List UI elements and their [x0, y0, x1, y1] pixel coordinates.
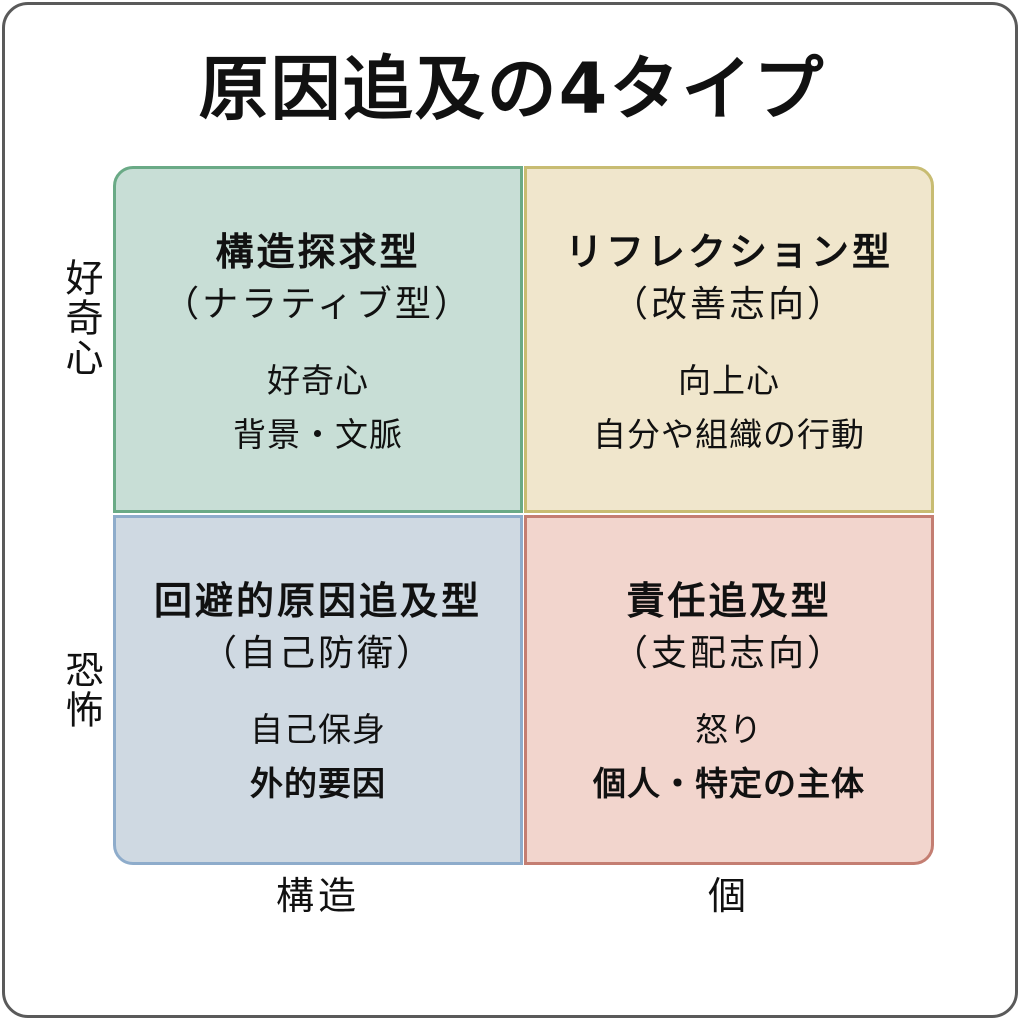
- quadrant-bottom-right: 責任追及型 （支配志向） 怒り 個人・特定の主体: [524, 515, 934, 865]
- quadrant-keyword-1: 怒り: [695, 710, 763, 749]
- quadrant-subtitle: （改善志向）: [611, 284, 846, 325]
- quadrant-name: 責任追及型: [626, 579, 832, 623]
- quadrant-subtitle: （自己防衛）: [200, 633, 435, 674]
- diagram-title: 原因追及の4タイプ: [198, 48, 826, 130]
- quadrant-name: 回避的原因追及型: [153, 579, 482, 623]
- quadrant-name: 構造探求型: [215, 230, 421, 274]
- x-axis-label-left: 構造: [275, 874, 360, 918]
- quadrant-keyword-1: 向上心: [678, 361, 780, 400]
- quadrant-keyword-1: 自己保身: [250, 710, 386, 749]
- y-axis-label-top: 好奇心: [59, 258, 103, 378]
- quadrant-top-left: 構造探求型 （ナラティブ型） 好奇心 背景・文脈: [113, 166, 523, 513]
- quadrant-top-right: リフレクション型 （改善志向） 向上心 自分や組織の行動: [524, 166, 934, 513]
- x-axis-label-right: 個: [707, 874, 750, 918]
- quadrant-keyword-2: 自分や組織の行動: [593, 415, 865, 454]
- quadrant-keyword-2: 背景・文脈: [233, 415, 403, 454]
- quadrant-subtitle: （ナラティブ型）: [163, 284, 473, 325]
- quadrant-keyword-2: 外的要因: [250, 764, 386, 803]
- quadrant-bottom-left: 回避的原因追及型 （自己防衛） 自己保身 外的要因: [113, 515, 523, 865]
- quadrant-subtitle: （支配志向）: [611, 633, 846, 674]
- quadrant-keyword-2: 個人・特定の主体: [593, 764, 865, 803]
- y-axis-label-bottom: 恐怖: [59, 650, 103, 730]
- quadrant-name: リフレクション型: [564, 230, 893, 274]
- quadrant-keyword-1: 好奇心: [267, 361, 369, 400]
